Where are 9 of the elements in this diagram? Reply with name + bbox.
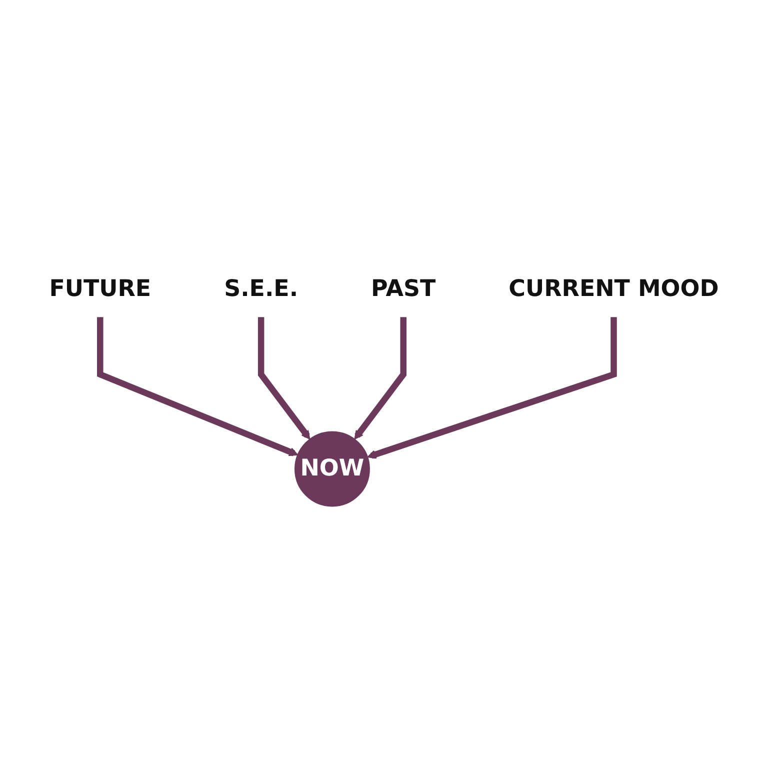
arrow: [258, 317, 310, 440]
arrow: [354, 317, 406, 440]
arrow: [367, 317, 617, 459]
arrow: [97, 317, 298, 456]
text-label: S.E.E.: [224, 276, 298, 302]
text-label: PAST: [371, 276, 436, 302]
text-label: CURRENT MOOD: [508, 276, 719, 302]
text-label: FUTURE: [49, 276, 152, 302]
circle-node: NOW: [294, 431, 370, 507]
